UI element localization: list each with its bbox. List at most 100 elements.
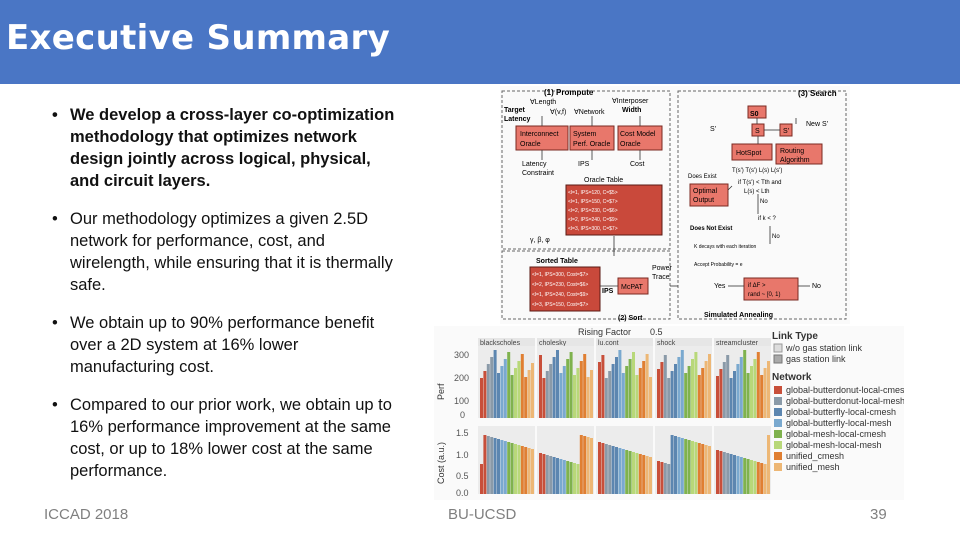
legend-swatch — [773, 343, 783, 353]
title-bar: Executive Summary — [0, 0, 960, 84]
benchmark-strip — [537, 338, 594, 346]
cost-bar — [767, 435, 770, 494]
s0-label: S0 — [750, 111, 759, 118]
cost-bar — [615, 447, 618, 494]
perf-bar — [667, 378, 671, 418]
cost-bar — [598, 442, 601, 494]
legend-link-item: gas station link — [786, 354, 846, 364]
cost-bar — [743, 458, 747, 494]
sorted-row: <l=1, IPS=240, Cost=$9> — [532, 292, 588, 298]
perf-bar — [527, 370, 531, 418]
perf-bar — [722, 362, 726, 418]
sorted-table-label: Sorted Table — [536, 258, 578, 265]
no-label-2: No — [772, 234, 780, 240]
methodology-flow-figure: (1) Prompute Target Latency ∀Length ∀(v,… — [500, 86, 850, 324]
cost-bar — [576, 464, 580, 494]
perf-bar — [562, 366, 566, 418]
perf-bar — [500, 366, 504, 418]
mcpat-label: McPAT — [621, 284, 644, 291]
perf-bar — [635, 375, 639, 418]
perf-bar — [524, 377, 528, 418]
cost-bar — [663, 463, 667, 494]
perf-bar — [697, 375, 701, 418]
cost-bar — [684, 439, 688, 494]
perf-bar — [632, 352, 635, 418]
params-label: γ, β, φ — [530, 237, 550, 244]
perf-bar — [552, 357, 556, 418]
perf-bar — [539, 355, 542, 418]
link-type-title: Link Type — [772, 331, 818, 342]
system-oracle-line1: System — [573, 131, 597, 138]
cost-bar — [549, 456, 553, 494]
perf-bar — [628, 359, 632, 418]
perf-bar — [701, 368, 705, 418]
perf-bar — [716, 376, 719, 418]
bullet-item: •Compared to our prior work, we obtain u… — [44, 394, 396, 482]
legend-network-item: unified_cmesh — [786, 451, 844, 461]
cost-bar — [746, 459, 750, 494]
system-oracle-box — [569, 125, 615, 151]
search-region — [677, 90, 847, 320]
perf-bar — [604, 378, 608, 418]
perf-bar — [586, 377, 590, 418]
perf-bar — [486, 364, 490, 418]
perf-bar — [618, 350, 622, 418]
bullet-text: We obtain up to 90% performance benefit … — [70, 314, 375, 376]
bullet-item: •Our methodology optimizes a given 2.5D … — [44, 208, 396, 296]
legend-swatch — [774, 441, 782, 449]
legend-swatch — [774, 408, 782, 416]
input-interposer: ∀Interposer — [612, 97, 649, 105]
cost-bar — [660, 462, 664, 494]
cost-bar — [542, 454, 546, 494]
sorted-row: <l=2, IPS=230, Cost=$6> — [532, 282, 588, 288]
cost-bar — [590, 438, 593, 494]
benchmark-strip — [714, 338, 771, 346]
cost-bar — [480, 464, 483, 494]
perf-tick: 200 — [454, 373, 469, 383]
network-title: Network — [772, 372, 812, 383]
cost-bar — [556, 458, 559, 494]
cost-bar — [507, 442, 511, 494]
cost-bar — [642, 455, 646, 494]
k-decays-label: K decays with each iteration — [694, 244, 756, 250]
cost-label: Cost — [630, 161, 644, 168]
cost-bar — [527, 448, 531, 494]
input-latency: Latency — [504, 116, 531, 123]
perf-bar — [638, 368, 642, 418]
does-exist-label: Does Exist — [688, 174, 717, 180]
cost-bar — [545, 455, 549, 494]
interconnect-oracle-line1: Interconnect — [520, 131, 559, 138]
cost-bar — [618, 448, 622, 494]
legend-swatch — [774, 452, 782, 460]
perf-bar — [569, 352, 573, 418]
input-vf: ∀(v,f) — [550, 108, 566, 116]
cost-bar — [726, 453, 730, 494]
oracle-row: <l=3, IPS=300, C=$7> — [568, 226, 618, 232]
cost-bar — [608, 445, 612, 494]
bullet-dot-icon: • — [52, 396, 58, 414]
cost-bar — [701, 444, 705, 494]
routing-line2: Algorithm — [780, 157, 810, 164]
perf-bar — [559, 373, 563, 418]
legend-network-item: unified_mesh — [786, 462, 840, 472]
sorted-table — [529, 266, 601, 312]
cost-bar — [486, 436, 490, 494]
cost-tick: 1.0 — [456, 450, 469, 460]
perf-bar — [510, 375, 514, 418]
perf-bar — [726, 355, 730, 418]
perf-bar — [680, 350, 684, 418]
cost-bar — [579, 435, 583, 494]
cost-bar — [722, 452, 726, 494]
perf-bar — [708, 354, 711, 418]
power-trace-line1: Power — [652, 265, 673, 272]
cost-bar — [708, 446, 711, 494]
perf-bar — [514, 368, 517, 418]
perf-bar — [531, 363, 534, 418]
interconnect-oracle-line2: Oracle — [520, 141, 541, 148]
cost-bar — [632, 452, 635, 494]
cost-bar — [573, 463, 576, 494]
perf-bar — [763, 368, 767, 418]
cost-bar — [753, 461, 757, 494]
flow-diagram: (1) Prompute Target Latency ∀Length ∀(v,… — [501, 88, 847, 322]
